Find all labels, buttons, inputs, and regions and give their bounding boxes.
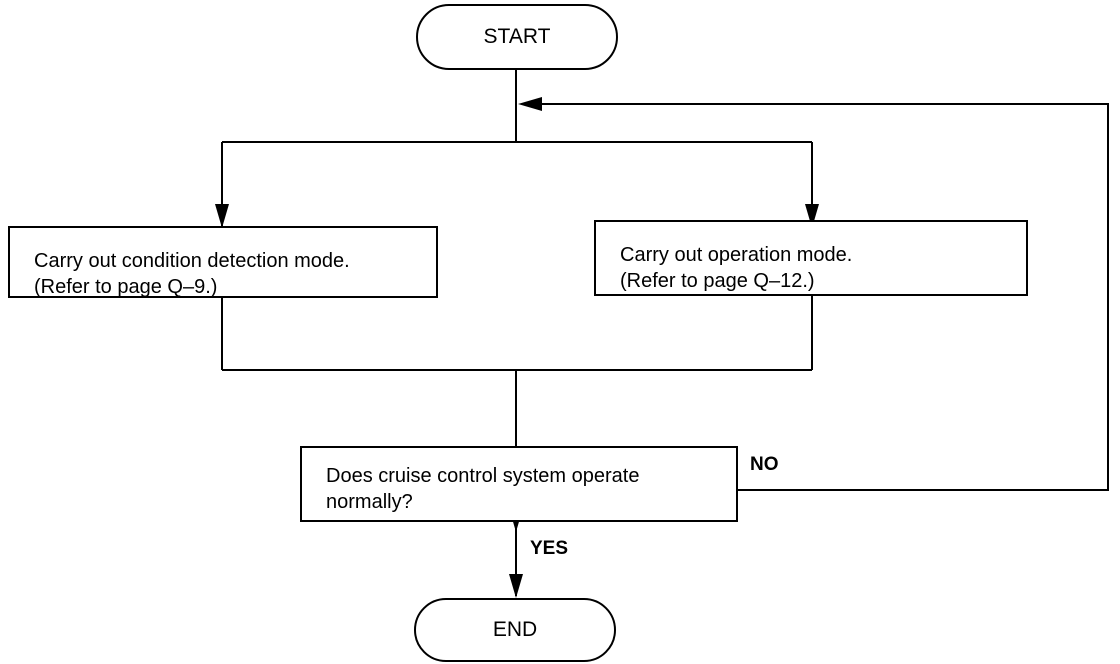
decision-line1: Does cruise control system operate [326,465,640,487]
condition-detection-mode-box: Carry out condition detection mode. (Ref… [8,226,438,298]
end-terminal: END [414,598,616,662]
end-label: END [492,618,538,641]
arrowhead-decision-to-end [509,574,523,598]
start-terminal: START [416,4,618,70]
condition-detection-line2: (Refer to page Q–9.) [34,276,218,298]
condition-detection-line1: Carry out condition detection mode. [34,250,350,272]
decision-line2: normally? [326,491,413,513]
start-label: START [483,25,551,48]
no-label: NO [750,454,779,475]
operation-mode-box: Carry out operation mode. (Refer to page… [594,220,1028,296]
arrowhead-no-loop [518,97,542,111]
yes-label: YES [530,538,569,559]
decision-box: Does cruise control system operate norma… [300,446,738,522]
connector-no-loop [530,103,1109,491]
arrowhead-right-branch [805,204,819,228]
arrowhead-left-branch [215,204,229,228]
operation-mode-line1: Carry out operation mode. [620,244,853,266]
operation-mode-line2: (Refer to page Q–12.) [620,270,815,292]
